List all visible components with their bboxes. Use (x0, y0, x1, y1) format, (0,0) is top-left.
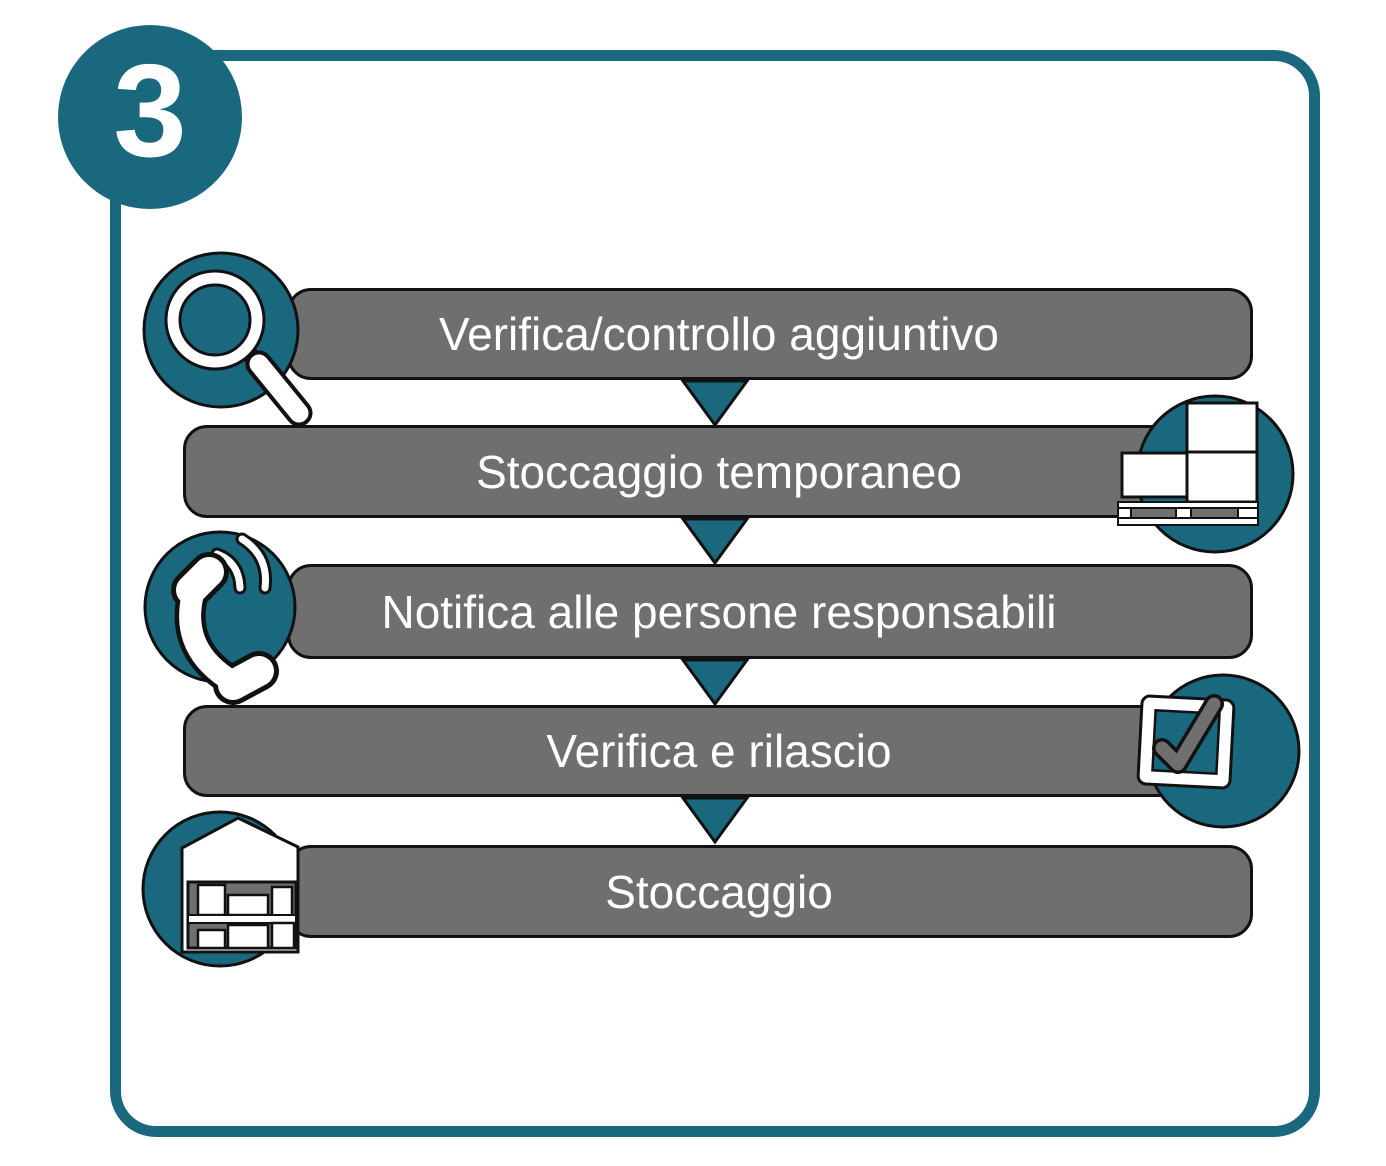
down-arrow-icon (680, 796, 750, 845)
down-arrow-icon (680, 658, 750, 707)
warehouse-icon (141, 810, 300, 968)
phone-icon (143, 530, 297, 705)
diagram-frame (110, 50, 1320, 1137)
step-bar-3 (287, 564, 1253, 659)
step-bar-2 (183, 425, 1257, 518)
magnifier-icon (142, 251, 313, 427)
pallet-icon (1117, 394, 1295, 554)
step-number: 3 (113, 37, 187, 184)
down-arrow-icon (680, 379, 750, 428)
step-number-badge: 3 (58, 25, 242, 209)
down-arrow-icon (680, 517, 750, 566)
step-bar-5 (287, 845, 1253, 938)
step-bar-1 (287, 288, 1253, 380)
checkbox-icon (1136, 673, 1301, 829)
step-bar-4 (183, 705, 1257, 797)
